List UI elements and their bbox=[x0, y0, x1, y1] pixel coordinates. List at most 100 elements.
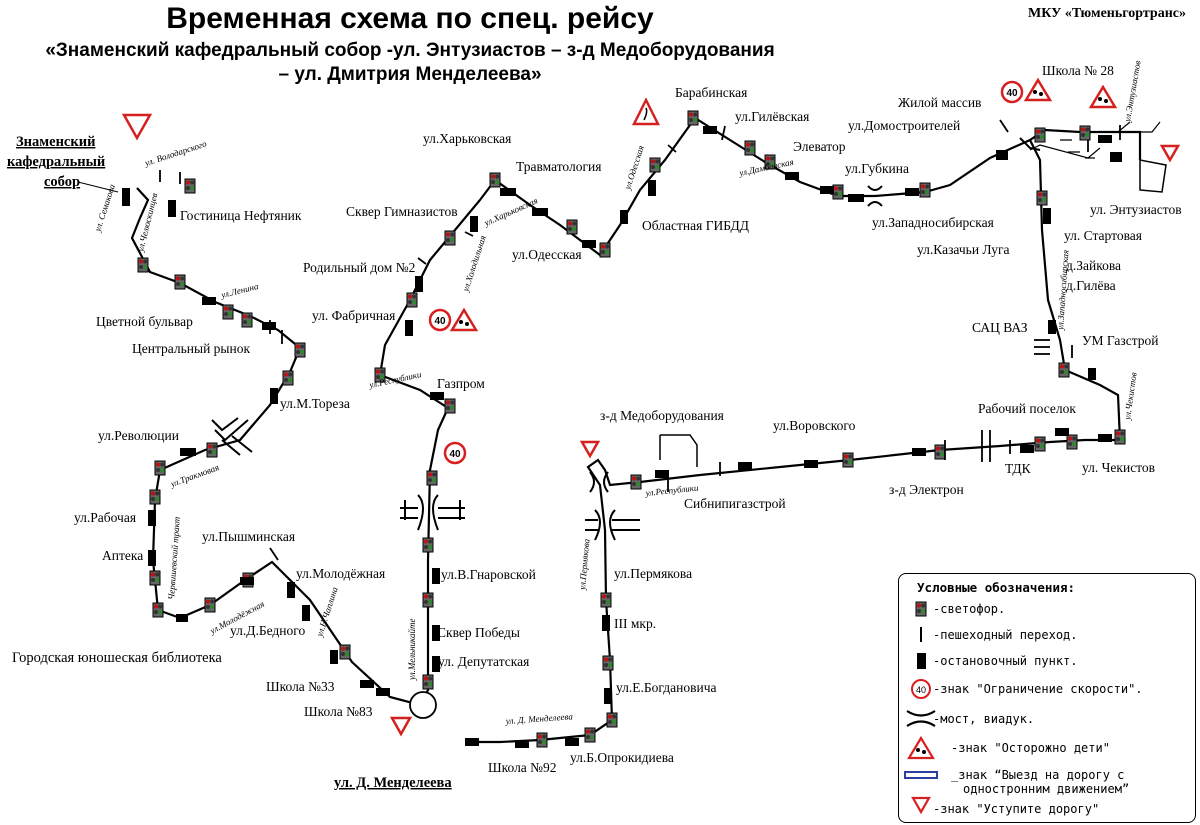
stop-label: ул.Революции bbox=[98, 428, 179, 443]
bus-stop-icon bbox=[1020, 445, 1034, 453]
stop-label: Родильный дом №2 bbox=[303, 260, 415, 275]
pedestrian-crossing-icon bbox=[464, 231, 474, 237]
stop-label: Школа №33 bbox=[266, 679, 335, 694]
stop-label: ул.Молодёжная bbox=[296, 566, 385, 581]
stop-label: ул.Б.Опрокидиева bbox=[570, 750, 674, 765]
bridge-icon bbox=[400, 494, 465, 531]
one-way-arrow bbox=[1117, 121, 1161, 133]
svg-text:40: 40 bbox=[434, 316, 446, 327]
traffic-light-icon bbox=[566, 219, 578, 235]
stop-label: з-д Медоборудования bbox=[600, 408, 724, 423]
bus-stops bbox=[122, 126, 1122, 748]
speed-limit-sign-icon: 40 bbox=[1000, 80, 1024, 104]
stop-label: ул.В.Гнаровской bbox=[441, 567, 536, 582]
stop-label: ул.Казачьи Луга bbox=[917, 242, 1010, 257]
stop-label: ул.Пышминская bbox=[202, 529, 295, 544]
yield-sign-icon bbox=[1159, 144, 1181, 163]
traffic-light-icon bbox=[1066, 434, 1078, 450]
street-label: ул. Д. Менделеева bbox=[504, 711, 573, 726]
stop-label: ТДК bbox=[1005, 461, 1032, 476]
bus-stop-icon bbox=[430, 392, 444, 400]
direction-arrow bbox=[1060, 139, 1095, 159]
bus-stop-icon bbox=[287, 582, 295, 598]
bus-stop-icon bbox=[820, 186, 834, 194]
yield-sign-icon bbox=[389, 716, 413, 737]
stop-label: Областная ГИБДД bbox=[642, 218, 749, 233]
stop-label: САЦ ВАЗ bbox=[972, 320, 1028, 335]
street-label: ул.Энтузиастов bbox=[1122, 60, 1143, 124]
bridge-icon bbox=[867, 185, 883, 207]
bus-stop-icon bbox=[262, 322, 276, 330]
map-subtitle-line1: «Знаменский кафедральный собор -ул. Энту… bbox=[45, 40, 775, 61]
bus-stop-icon bbox=[168, 200, 176, 217]
traffic-light-icon bbox=[744, 140, 756, 156]
traffic-light-icon bbox=[444, 398, 456, 414]
children-warning-sign-icon bbox=[907, 735, 935, 760]
traffic-light-icon bbox=[1058, 362, 1070, 378]
legend-label: -знак "Уступите дорогу" bbox=[933, 802, 1100, 816]
bus-stop-icon bbox=[148, 510, 156, 526]
legend-label: _знак “Выезд на дорогу с bbox=[951, 768, 1125, 782]
road-warning-sign bbox=[631, 97, 661, 126]
traffic-light-icon bbox=[934, 444, 946, 460]
traffic-light-icon bbox=[832, 184, 844, 200]
traffic-light-icon bbox=[422, 592, 434, 608]
terminal-start-line1: Знаменский bbox=[16, 134, 95, 150]
traffic-light-icon bbox=[444, 230, 456, 246]
bus-stop-icon bbox=[905, 188, 919, 196]
roundabout bbox=[409, 691, 437, 719]
traffic-light-icon bbox=[919, 182, 931, 198]
bus-stop-icon bbox=[302, 605, 310, 621]
pedestrian-crossing-icon bbox=[721, 125, 726, 141]
bus-stop-icon bbox=[360, 680, 374, 688]
stop-label: УМ Газстрой bbox=[1082, 333, 1159, 348]
bridge-icon bbox=[585, 509, 640, 541]
bus-stop-icon bbox=[470, 216, 478, 232]
bus-stop-icon bbox=[515, 740, 529, 748]
bridges bbox=[211, 137, 1041, 541]
map-title: Временная схема по спец. рейсу bbox=[166, 2, 654, 35]
street-label: ул.Чекистов bbox=[1122, 372, 1139, 422]
stop-label: ул.Пермякова bbox=[614, 566, 692, 581]
legend-label: -остановочный пункт. bbox=[933, 654, 1078, 668]
bus-stop-icon bbox=[180, 448, 196, 456]
speed-limit-sign-icon: 40 bbox=[443, 441, 467, 465]
bus-stop-icon bbox=[405, 320, 413, 336]
route-loop bbox=[1029, 144, 1101, 159]
bus-stop-icon bbox=[655, 470, 669, 478]
traffic-light-icon bbox=[184, 178, 196, 194]
bus-stop-icon bbox=[330, 650, 338, 664]
stop-label: Сквер Гимназистов bbox=[346, 204, 458, 219]
street-label: ул.Тракмовая bbox=[168, 462, 220, 489]
traffic-light-icon bbox=[222, 304, 234, 320]
bus-stop-icon bbox=[738, 462, 752, 470]
stop-label: ул.Харьковская bbox=[423, 131, 511, 146]
stop-label: з-д Электрон bbox=[889, 482, 964, 497]
legend: Условные обозначения: 40 -светофор. -пеш… bbox=[898, 573, 1196, 823]
terminal-end: ул. Д. Менделеева bbox=[334, 775, 452, 791]
traffic-light-icon bbox=[915, 601, 927, 617]
street-label: ул. Володарского bbox=[143, 138, 209, 168]
legend-title: Условные обозначения: bbox=[917, 580, 1076, 595]
traffic-light-icon bbox=[1114, 429, 1126, 445]
stop-label: ул. Депутатская bbox=[438, 654, 529, 669]
speed-limit-signs: 40 40 40 bbox=[428, 80, 1024, 465]
street-label: ул.Пермякова bbox=[577, 538, 592, 591]
stop-label: Элеватор bbox=[793, 139, 846, 154]
yield-signs bbox=[121, 113, 1181, 737]
bus-stop-icon bbox=[432, 656, 440, 672]
organization-name: МКУ «Тюменьгортранс» bbox=[1028, 6, 1186, 21]
traffic-light-icon bbox=[422, 537, 434, 553]
traffic-light-icon bbox=[606, 712, 618, 728]
stop-label: Школа №92 bbox=[488, 760, 557, 775]
traffic-light-icon bbox=[630, 474, 642, 490]
legend-label: -знак "Ограничение скорости". bbox=[933, 682, 1143, 696]
bus-stop-icon bbox=[415, 276, 423, 292]
bus-stop-icon bbox=[1048, 320, 1056, 334]
legend-icons: 40 bbox=[904, 601, 938, 815]
traffic-light-icon bbox=[599, 242, 611, 258]
bus-stop-icon bbox=[582, 240, 596, 248]
street-label: ул. Семакова bbox=[92, 182, 117, 233]
stop-label: ул. Чекистов bbox=[1082, 460, 1155, 475]
traffic-light-icon bbox=[206, 442, 218, 458]
